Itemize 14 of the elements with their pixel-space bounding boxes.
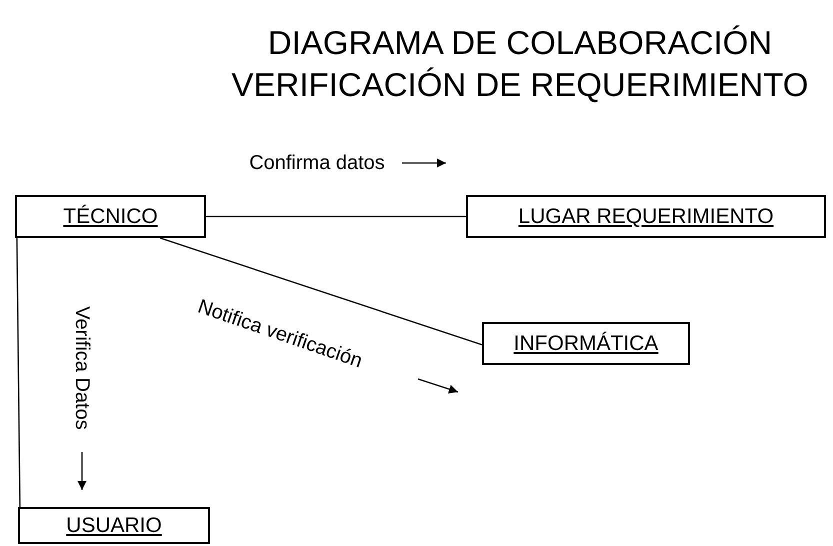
connector-line: [160, 237, 482, 346]
message-label: Verifica Datos: [70, 306, 94, 430]
object-name: LUGAR REQUERIMIENTO: [518, 204, 774, 230]
object-box: [482, 322, 690, 365]
connector-line: [16, 238, 21, 507]
object-box: [466, 195, 826, 238]
object-box: [15, 195, 206, 238]
object-box: [18, 507, 210, 544]
message-label: Confirma datos: [249, 151, 385, 175]
object-name: INFORMÁTICA: [514, 330, 658, 357]
connector-line: [206, 216, 466, 218]
diagram-title: DIAGRAMA DE COLABORACIÓN VERIFICACIÓN DE REQUERIMIENTO: [230, 23, 810, 105]
object-name: TÉCNICO: [63, 204, 158, 230]
object-name: USUARIO: [66, 512, 162, 539]
